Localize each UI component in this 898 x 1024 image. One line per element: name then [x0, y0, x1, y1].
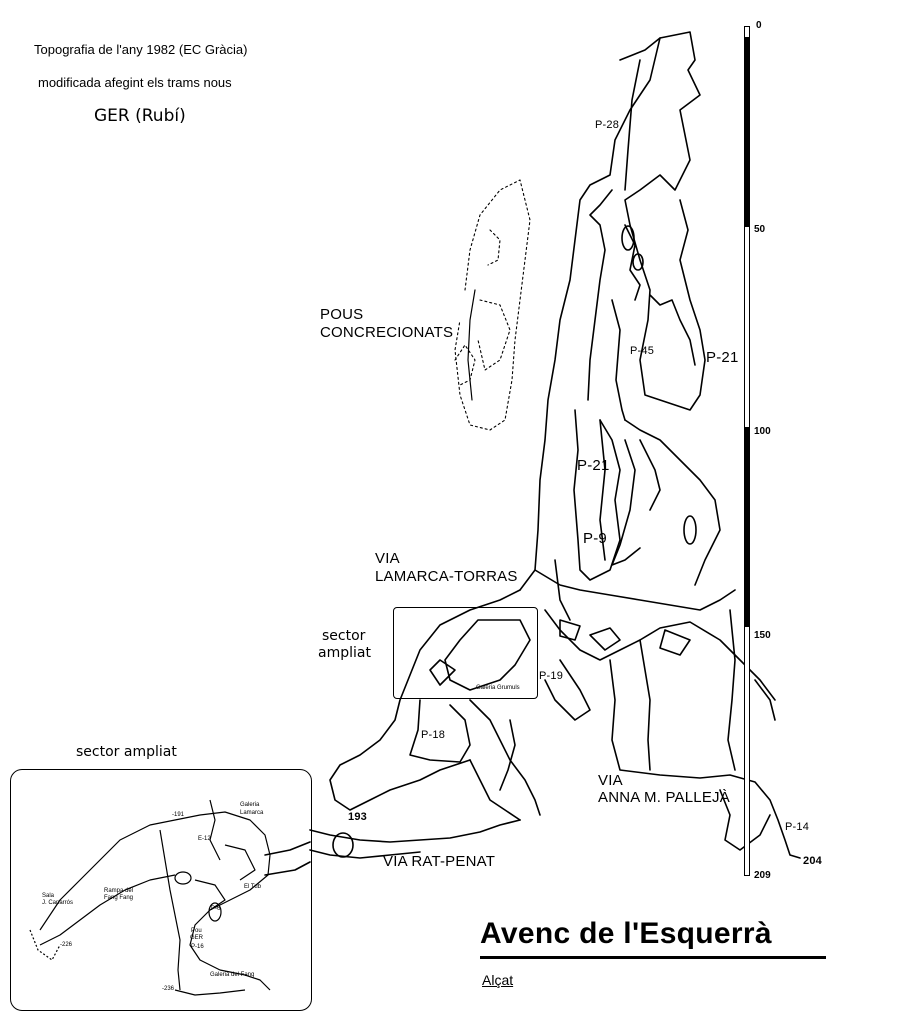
inset-label-p6: P-6: [211, 906, 221, 912]
label-sector-line2: ampliat: [318, 645, 371, 661]
inset-label-236: -236: [162, 986, 175, 992]
scale-tick-50: 50: [754, 224, 766, 235]
scale-tick-150: 150: [754, 630, 771, 641]
inset-label-galeria-fang: Galeria del Fang: [210, 972, 255, 978]
depth-scale-segment: [745, 427, 749, 627]
label-p21-center: P-21: [577, 457, 610, 474]
depth-scale-segment: [745, 37, 749, 227]
sector-ampliat-frame: [393, 607, 538, 699]
inset-label-p16: P-16: [191, 944, 204, 950]
inset-label-191: -191: [172, 812, 185, 818]
label-via-anna-line2: ANNA M. PALLEJÀ: [598, 789, 730, 806]
label-p45: P-45: [630, 345, 655, 357]
label-via-anna-line1: VIA: [598, 772, 623, 789]
inset-label-rampa-2: Fang Fang: [104, 895, 134, 901]
label-pous-line2: CONCRECIONATS: [320, 324, 454, 341]
map-subtitle: Alçat: [482, 972, 514, 988]
label-depth-193: 193: [348, 811, 367, 823]
scale-tick-100: 100: [754, 426, 771, 437]
credit-line-1: Topografia de l'any 1982 (EC Gràcia): [34, 42, 248, 57]
inset-label-rampa-1: Rampa del: [104, 888, 134, 894]
credit-line-3: GER (Rubí): [94, 106, 186, 126]
inset-label-galeria-lamarca-2: Lamarca: [240, 810, 264, 816]
label-p18: P-18: [421, 729, 446, 741]
main-shaft-outline: [624, 31, 706, 411]
inset-label-e12: E-12: [198, 836, 211, 842]
inset-label-sala-2: J. Caparrós: [42, 900, 74, 906]
inset-label-sala-1: Sala: [42, 893, 55, 899]
label-p9: P-9: [583, 530, 607, 547]
label-sector-line1: sector: [322, 628, 366, 644]
inset-label-galeria-lamarca-1: Galeria: [240, 802, 260, 808]
label-p28: P-28: [595, 119, 620, 131]
label-depth-204: 204: [803, 855, 822, 867]
inset-label-el-tub: El Tub: [244, 884, 262, 890]
label-p14: P-14: [785, 821, 810, 833]
label-pous-line1: POUS: [320, 306, 364, 323]
label-via-lamarca-line2: LAMARCA-TORRAS: [375, 568, 518, 585]
inset-label-226: -226: [60, 942, 73, 948]
label-p19: P-19: [539, 670, 564, 682]
inset-frame: [10, 769, 312, 1011]
inset-label-pou-ger-2: GER: [190, 935, 204, 941]
scale-tick-209: 209: [754, 870, 771, 881]
depth-scale-bar: [744, 26, 750, 876]
inset-label-pou-ger-1: Pou: [191, 928, 202, 934]
inset-title: sector ampliat: [76, 744, 177, 760]
label-via-rat-penat: VIA RAT-PENAT: [383, 853, 496, 870]
label-via-lamarca-line1: VIA: [375, 550, 400, 567]
scale-tick-0: 0: [756, 20, 762, 31]
label-p21-right: P-21: [706, 349, 739, 366]
label-galeria-grumuls: Galeria Grumuls: [476, 685, 520, 691]
title-underline: [480, 956, 826, 959]
credit-line-2: modificada afegint els trams nous: [38, 75, 232, 90]
map-title: Avenc de l'Esquerrà: [480, 917, 772, 950]
